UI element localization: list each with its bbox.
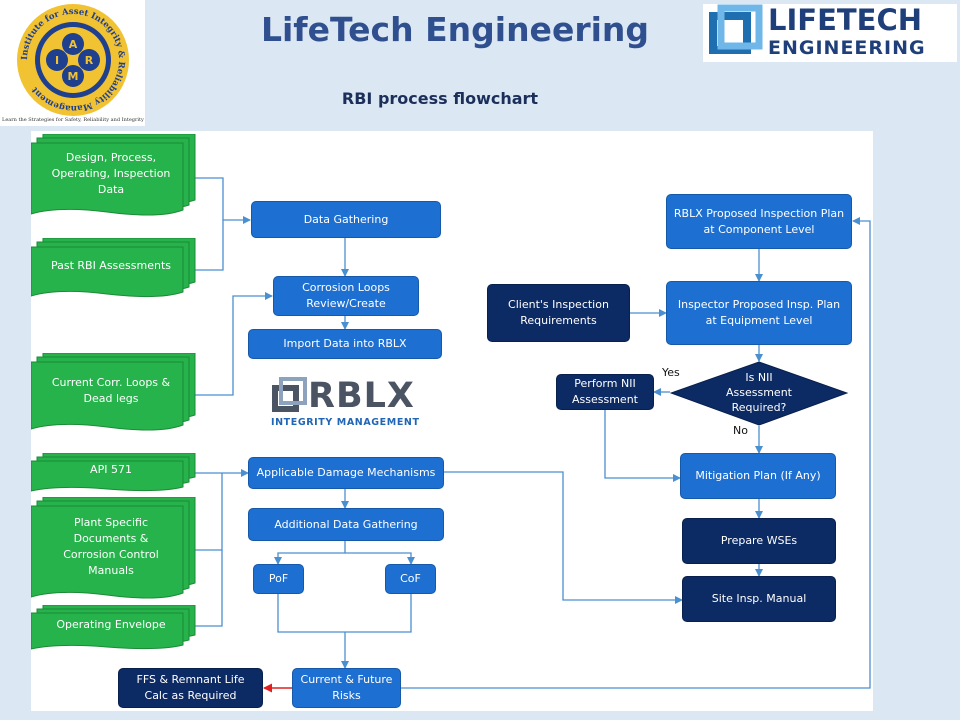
pof-box: PoF <box>253 564 304 594</box>
input-op-envelope-label: Operating Envelope <box>56 618 166 632</box>
input-corr-loops: Current Corr. Loops & Dead legs <box>31 353 197 435</box>
aiarm-letter: M <box>68 70 79 83</box>
input-api571: API 571 <box>31 453 197 493</box>
input-api571-label: API 571 <box>90 463 132 477</box>
aiarm-letter: A <box>69 38 78 51</box>
page-title: LifeTech Engineering <box>260 10 650 49</box>
page-subtitle: RBI process flowchart <box>341 89 539 108</box>
nii-decision-label: Is NII Assessment Required? <box>670 361 848 426</box>
edge-label-no: No <box>733 424 748 437</box>
document-stack-icon <box>31 134 196 216</box>
aiarm-letter: I <box>55 54 59 67</box>
lifetech-logo <box>703 4 957 62</box>
edge-label-yes: Yes <box>662 366 680 379</box>
rblx-logo-word: RBLX <box>308 376 415 416</box>
aiarm-tagline: Learn the Strategies for Safety, Reliabi… <box>2 117 144 123</box>
input-corr-loops-label: Current Corr. Loops & Dead legs <box>51 376 171 405</box>
damage-mechanisms-box: Applicable Damage Mechanisms <box>248 457 444 489</box>
decision-diamond-shape <box>669 361 849 426</box>
rblx-logo-sub: INTEGRITY MANAGEMENT <box>271 417 420 428</box>
additional-data-box: Additional Data Gathering <box>248 508 444 541</box>
input-plant-docs-label: Plant Specific Documents & Corrosion Con… <box>63 516 159 577</box>
document-stack-icon <box>31 497 196 599</box>
corrosion-loops-box: Corrosion Loops Review/Create <box>273 276 419 316</box>
lifetech-mark-icon <box>709 4 763 54</box>
mitigation-plan-box: Mitigation Plan (If Any) <box>680 453 836 499</box>
document-stack-icon <box>31 605 196 650</box>
aiarm-seal-icon: Institute for Asset Integrity & Reliabil… <box>17 4 129 116</box>
aiarm-logo: Institute for Asset Integrity & Reliabil… <box>0 0 145 126</box>
aiarm-letter: R <box>85 54 94 67</box>
ffs-remnant-life-box: FFS & Remnant Life Calc as Required <box>118 668 263 708</box>
current-future-risks-box: Current & Future Risks <box>292 668 401 708</box>
input-past-rbi-label: Past RBI Assessments <box>50 259 172 273</box>
input-op-envelope: Operating Envelope <box>31 605 197 651</box>
input-design-data: Design, Process, Operating, Inspection D… <box>31 134 197 220</box>
lifetech-logo-line2: ENGINEERING <box>768 37 926 59</box>
inspector-proposed-plan-box: Inspector Proposed Insp. Plan at Equipme… <box>666 281 852 345</box>
document-stack-icon <box>31 453 196 492</box>
client-requirements-box: Client's Inspection Requirements <box>487 284 630 342</box>
rblx-proposed-plan-box: RBLX Proposed Inspection Plan at Compone… <box>666 194 852 249</box>
site-insp-manual-box: Site Insp. Manual <box>682 576 836 622</box>
document-stack-icon <box>31 238 196 298</box>
rblx-logo: RBLX INTEGRITY MANAGEMENT <box>270 373 422 433</box>
rblx-mark-icon <box>272 377 307 412</box>
data-gathering-box: Data Gathering <box>251 201 441 238</box>
lifetech-logo-line1: LIFETECH <box>768 3 923 37</box>
nii-decision-diamond: Is NII Assessment Required? <box>669 361 849 426</box>
document-stack-icon <box>31 353 196 431</box>
cof-box: CoF <box>385 564 436 594</box>
import-data-box: Import Data into RBLX <box>248 329 442 359</box>
prepare-wses-box: Prepare WSEs <box>682 518 836 564</box>
input-plant-docs: Plant Specific Documents & Corrosion Con… <box>31 497 197 603</box>
input-past-rbi: Past RBI Assessments <box>31 238 197 300</box>
nii-decision-text: Is NII Assessment Required? <box>726 371 792 414</box>
input-design-data-label: Design, Process, Operating, Inspection D… <box>51 151 171 196</box>
perform-nii-box: Perform NII Assessment <box>556 374 654 410</box>
